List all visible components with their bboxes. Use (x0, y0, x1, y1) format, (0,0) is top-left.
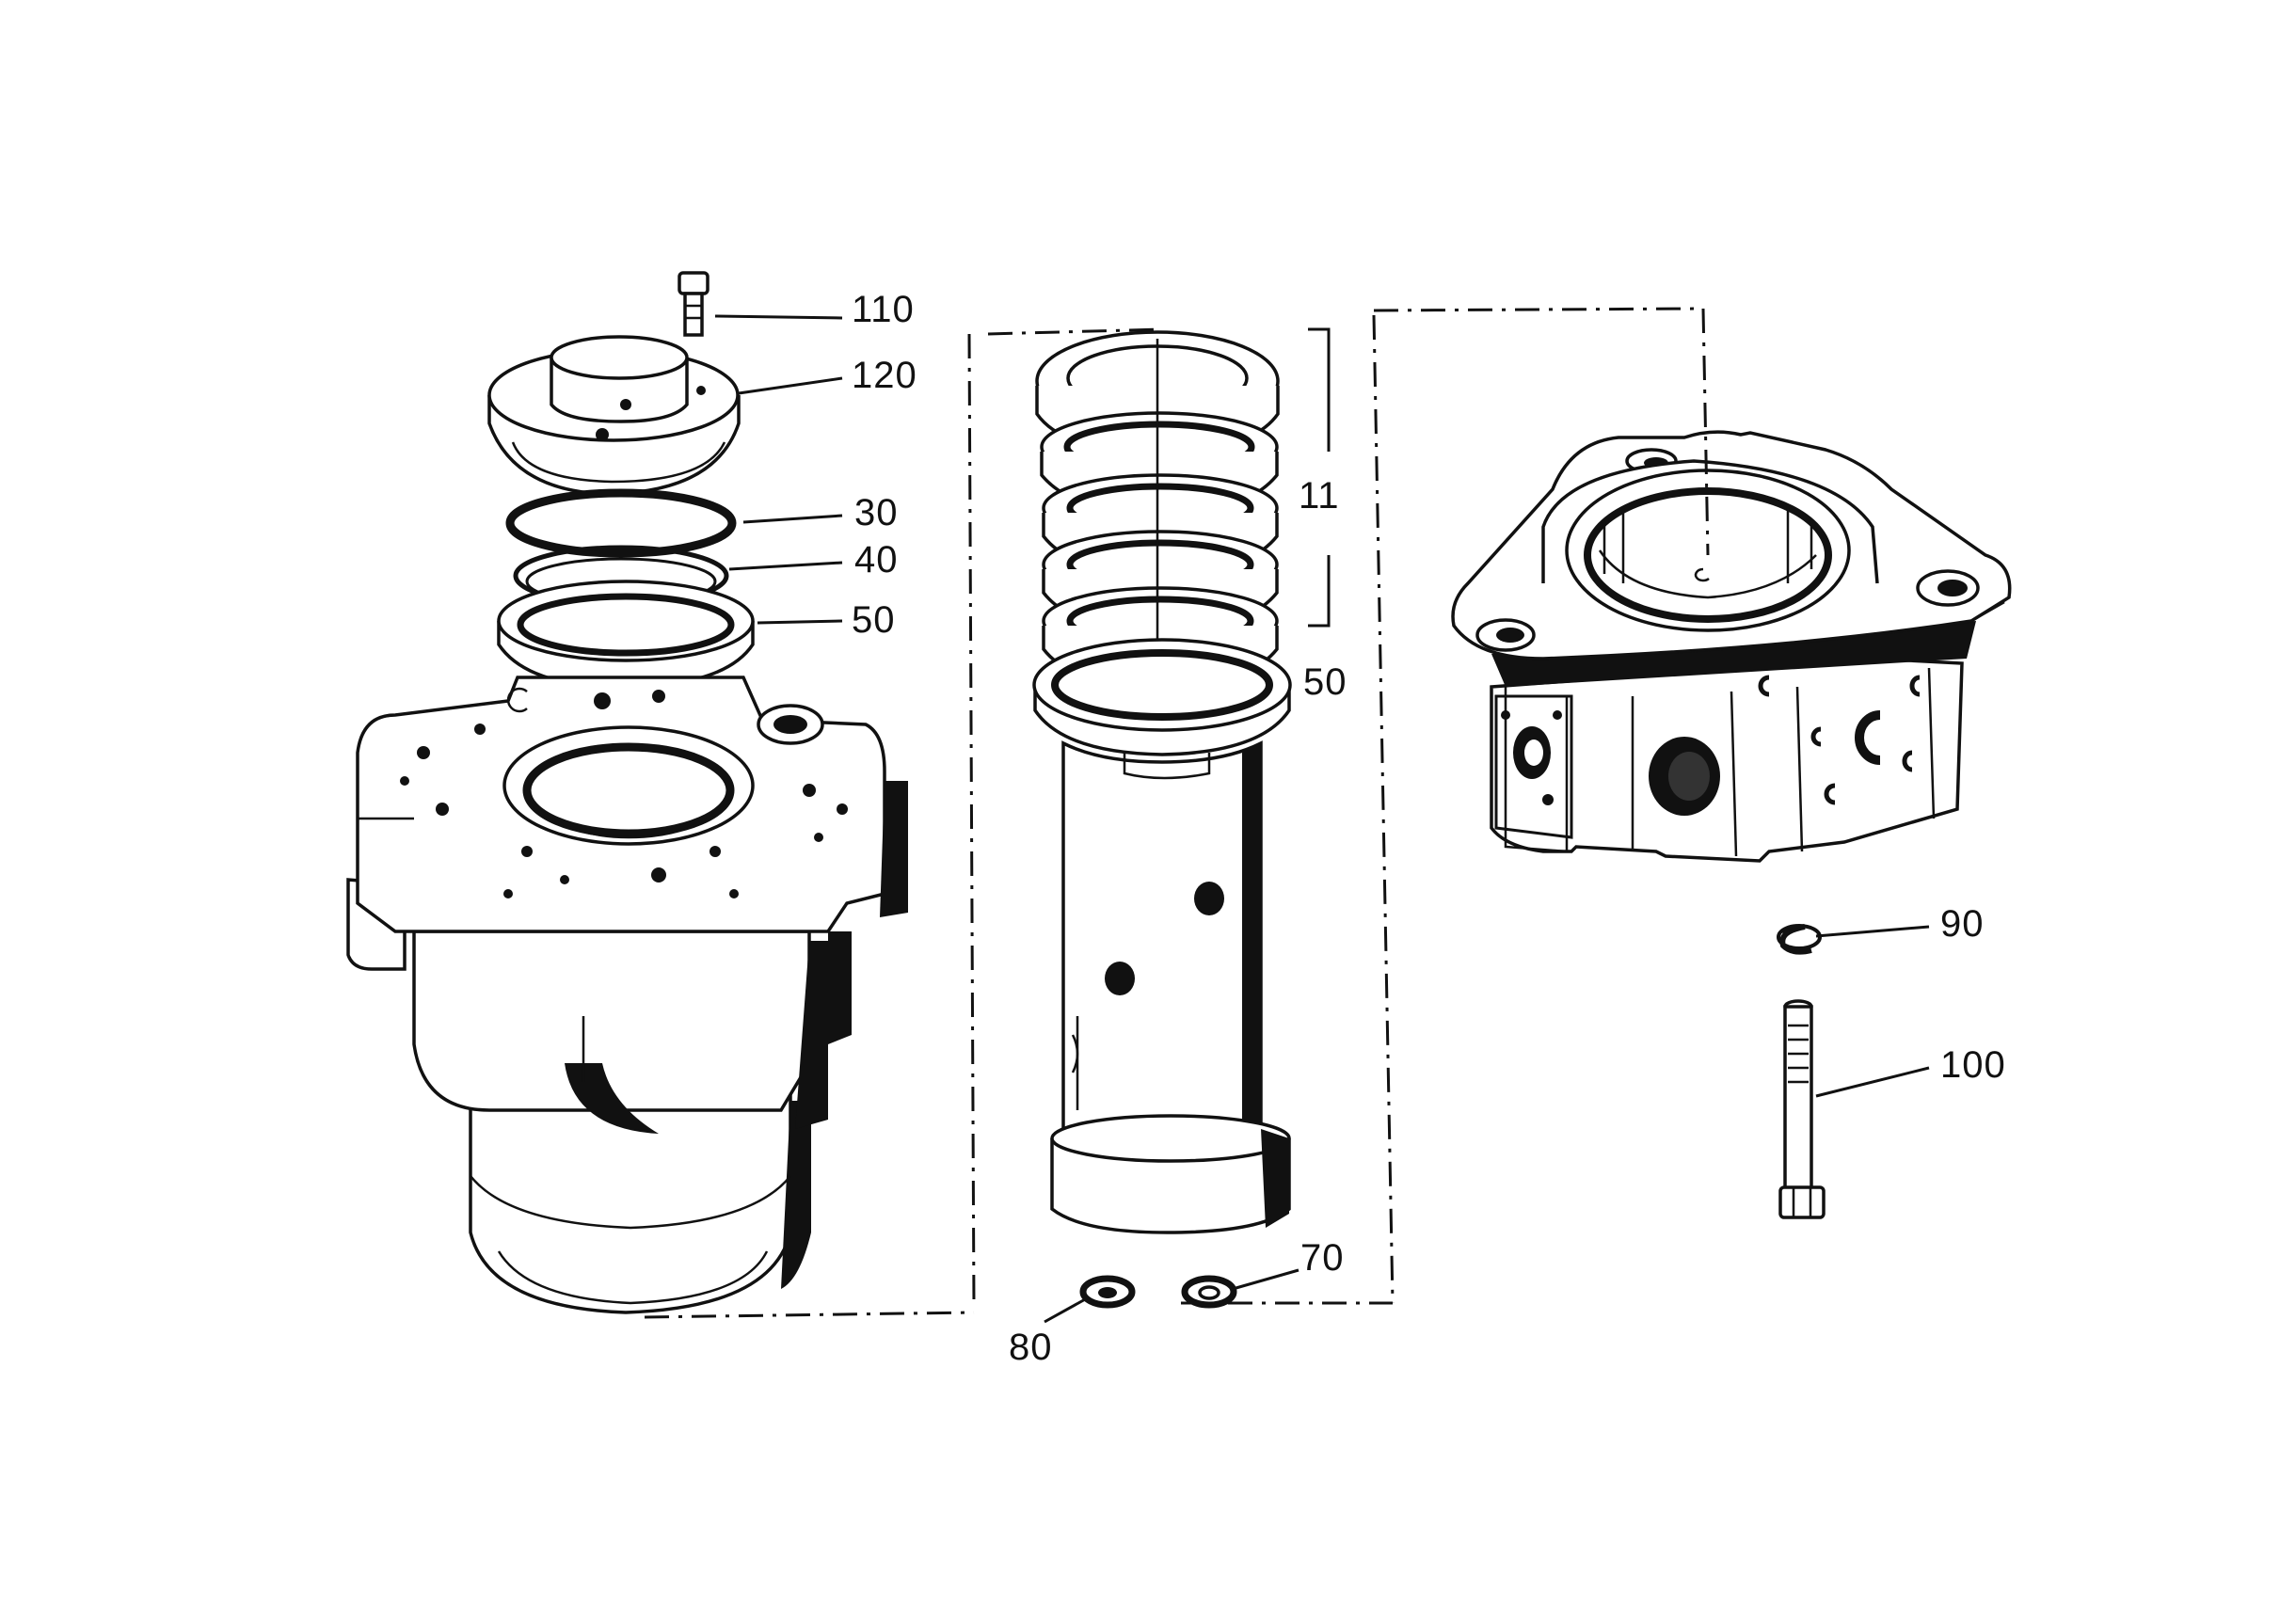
part-50-ring-center (1032, 638, 1292, 756)
group-bracket-center (644, 327, 1393, 1319)
callout-90: 90 (1940, 903, 1985, 945)
part-center-sleeve (1050, 740, 1291, 1234)
part-left-housing (346, 676, 908, 1314)
callout-30: 30 (854, 492, 899, 533)
part-30-ring (505, 488, 737, 558)
callout-70: 70 (1300, 1237, 1345, 1279)
callout-50-center: 50 (1303, 661, 1347, 703)
callout-11: 11 (1299, 475, 1340, 517)
callout-100: 100 (1940, 1044, 2006, 1086)
part-right-housing (1451, 430, 2012, 863)
callout-labels: 110 120 30 40 50 11 50 90 100 70 80 (852, 289, 2006, 1368)
callout-50-left: 50 (852, 599, 896, 641)
part-70-washer (1181, 1275, 1237, 1309)
leader-lines (714, 314, 1930, 1324)
part-50-ring-left (497, 580, 755, 689)
callout-80: 80 (1009, 1327, 1053, 1368)
part-110-screw (678, 271, 710, 337)
bracket-11 (1308, 327, 1331, 628)
part-90-circlip (1777, 924, 1822, 955)
part-100-bolt (1778, 999, 1826, 1219)
callout-40: 40 (854, 539, 899, 580)
callout-110: 110 (852, 289, 915, 330)
group-bracket-right (1372, 307, 1710, 1304)
callout-120: 120 (852, 355, 917, 396)
part-120-cap (487, 335, 741, 496)
part-80-washer (1079, 1275, 1136, 1309)
part-11-spring-stack (1035, 330, 1280, 691)
